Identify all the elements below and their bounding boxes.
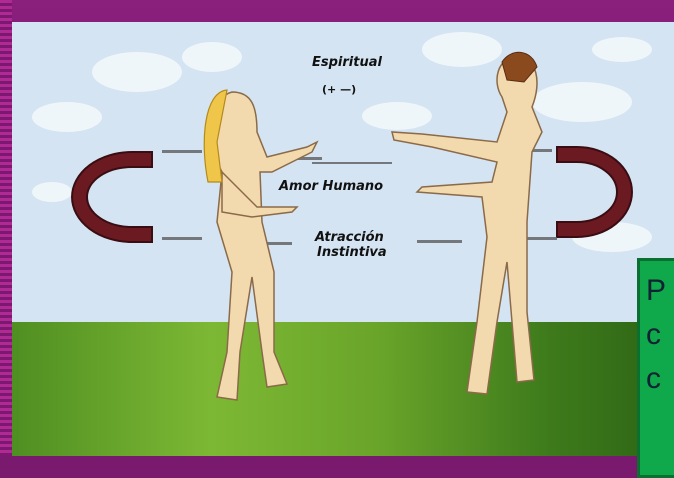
woman-figure: [212, 92, 317, 400]
left-border-strip: [0, 0, 12, 456]
spiritual-label: Espiritual: [312, 55, 382, 70]
left-magnet-icon: [72, 152, 152, 242]
text-box-content: P c c: [646, 269, 674, 401]
man-figure: [392, 57, 542, 394]
illustration-scene: Espiritual (+ —) Amor Humano Atracción I…: [12, 22, 674, 456]
text-box-line: c: [646, 313, 674, 357]
right-magnet-icon: [557, 147, 632, 237]
instinct-label-line1: Atracción: [315, 230, 384, 245]
text-box-line: c: [646, 357, 674, 401]
polarity-signs: (+ —): [322, 82, 356, 97]
green-text-box: P c c: [637, 258, 674, 478]
text-box-line: P: [646, 269, 674, 313]
instinct-label-line2: Instintiva: [317, 245, 387, 260]
human-love-label: Amor Humano: [279, 179, 383, 194]
